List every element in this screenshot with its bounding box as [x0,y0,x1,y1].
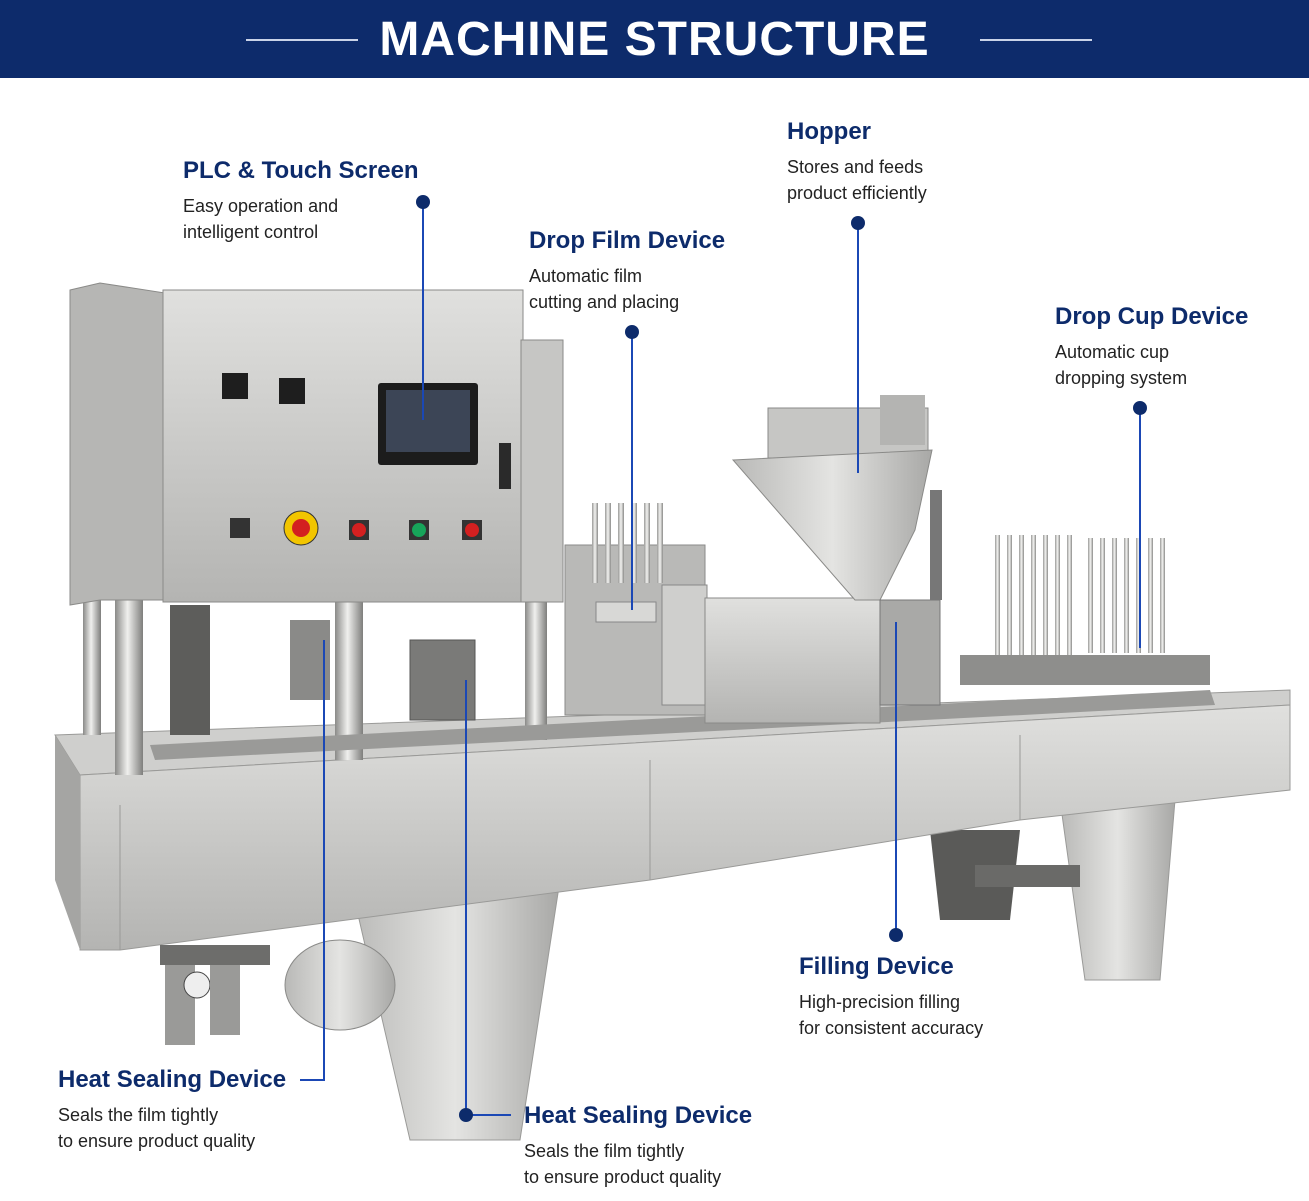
table-body [79,704,1291,951]
banner-divider-right [980,39,1092,41]
leader-line-heat-seal-right-horizontal [466,1114,511,1116]
leader-line-heat-seal-right [465,680,467,1116]
callout-filling-device: Filling Device High-precision filling fo… [799,953,983,1041]
leader-line-drop-film [631,332,633,610]
callout-description-line: to ensure product quality [524,1167,722,1187]
page-title: MACHINE STRUCTURE [379,12,930,66]
callout-title: Heat Sealing Device [58,1066,287,1093]
callout-title: Heat Sealing Device [524,1102,753,1129]
callout-description-line: dropping system [1055,368,1188,388]
callout-dot-drop-cup [1133,401,1147,415]
leader-line-filling [895,622,897,934]
pillar-4 [525,600,547,740]
leader-line-hopper [857,223,859,473]
leg-right [1059,799,1176,981]
leader-line-drop-cup [1139,408,1141,648]
pillar-1 [83,600,101,735]
table-front-left [55,735,80,950]
callout-plc-touch-screen: PLC & Touch Screen Easy operation and in… [183,157,419,245]
leader-line-heat-seal-left-horizontal [300,1079,325,1081]
hopper-body [731,449,933,601]
callout-title: Drop Film Device [529,227,726,254]
callout-dot-filling [889,928,903,942]
machine-illustration [54,282,1291,1141]
filling-housing [704,597,881,724]
callout-title: PLC & Touch Screen [183,157,419,184]
callout-description-line: Seals the film tightly [58,1105,219,1125]
banner-divider-left [246,39,358,41]
callout-description-line: Automatic film [529,266,643,286]
callout-drop-cup-device: Drop Cup Device Automatic cup dropping s… [1055,303,1248,391]
callout-dot-plc [416,195,430,209]
callout-dot-drop-film [625,325,639,339]
pillar-2 [115,600,143,775]
callout-description-line: to ensure product quality [58,1131,256,1151]
control-box-side [69,282,166,606]
callout-description-line: Seals the film tightly [524,1141,685,1161]
film-rods [592,503,663,583]
callout-drop-film-device: Drop Film Device Automatic film cutting … [529,227,725,315]
callout-description-line: Automatic cup [1055,342,1170,362]
callout-description-line: Easy operation and [183,196,339,216]
callout-heat-sealing-device-left: Heat Sealing Device Seals the film tight… [58,1066,286,1154]
control-box-right [520,339,564,603]
callout-description-line: Stores and feeds [787,157,924,177]
callout-hopper: Hopper Stores and feeds product efficien… [787,118,927,206]
callout-description-line: cutting and placing [529,292,680,312]
callout-description-line: product efficiently [787,183,927,203]
leader-line-plc [422,202,424,420]
callout-title: Drop Cup Device [1055,303,1249,330]
callout-title: Hopper [787,118,871,145]
temp-controller-1 [222,373,248,399]
callout-description-line: intelligent control [183,222,319,242]
sealing-mechanism [409,639,476,721]
cup-rods [995,535,1165,655]
filter-regulator [160,945,270,965]
selector-switch [230,518,250,538]
leg-brace [975,865,1080,887]
filling-column [879,599,941,706]
air-tank [284,939,396,1031]
header-banner: MACHINE STRUCTURE [0,0,1309,78]
callout-dot-heat-seal-right [459,1108,473,1122]
callout-heat-sealing-device-right: Heat Sealing Device Seals the film tight… [524,1102,752,1190]
callout-description-line: High-precision filling [799,992,961,1012]
pillar-3 [335,600,363,760]
leader-line-heat-seal-left [323,640,325,1081]
callout-title: Filling Device [799,953,954,980]
conveyor [150,690,1215,760]
temp-controller-2 [279,378,305,404]
callout-description-line: for consistent accuracy [799,1018,984,1038]
cup-tray [960,655,1210,685]
callout-dot-hopper [851,216,865,230]
